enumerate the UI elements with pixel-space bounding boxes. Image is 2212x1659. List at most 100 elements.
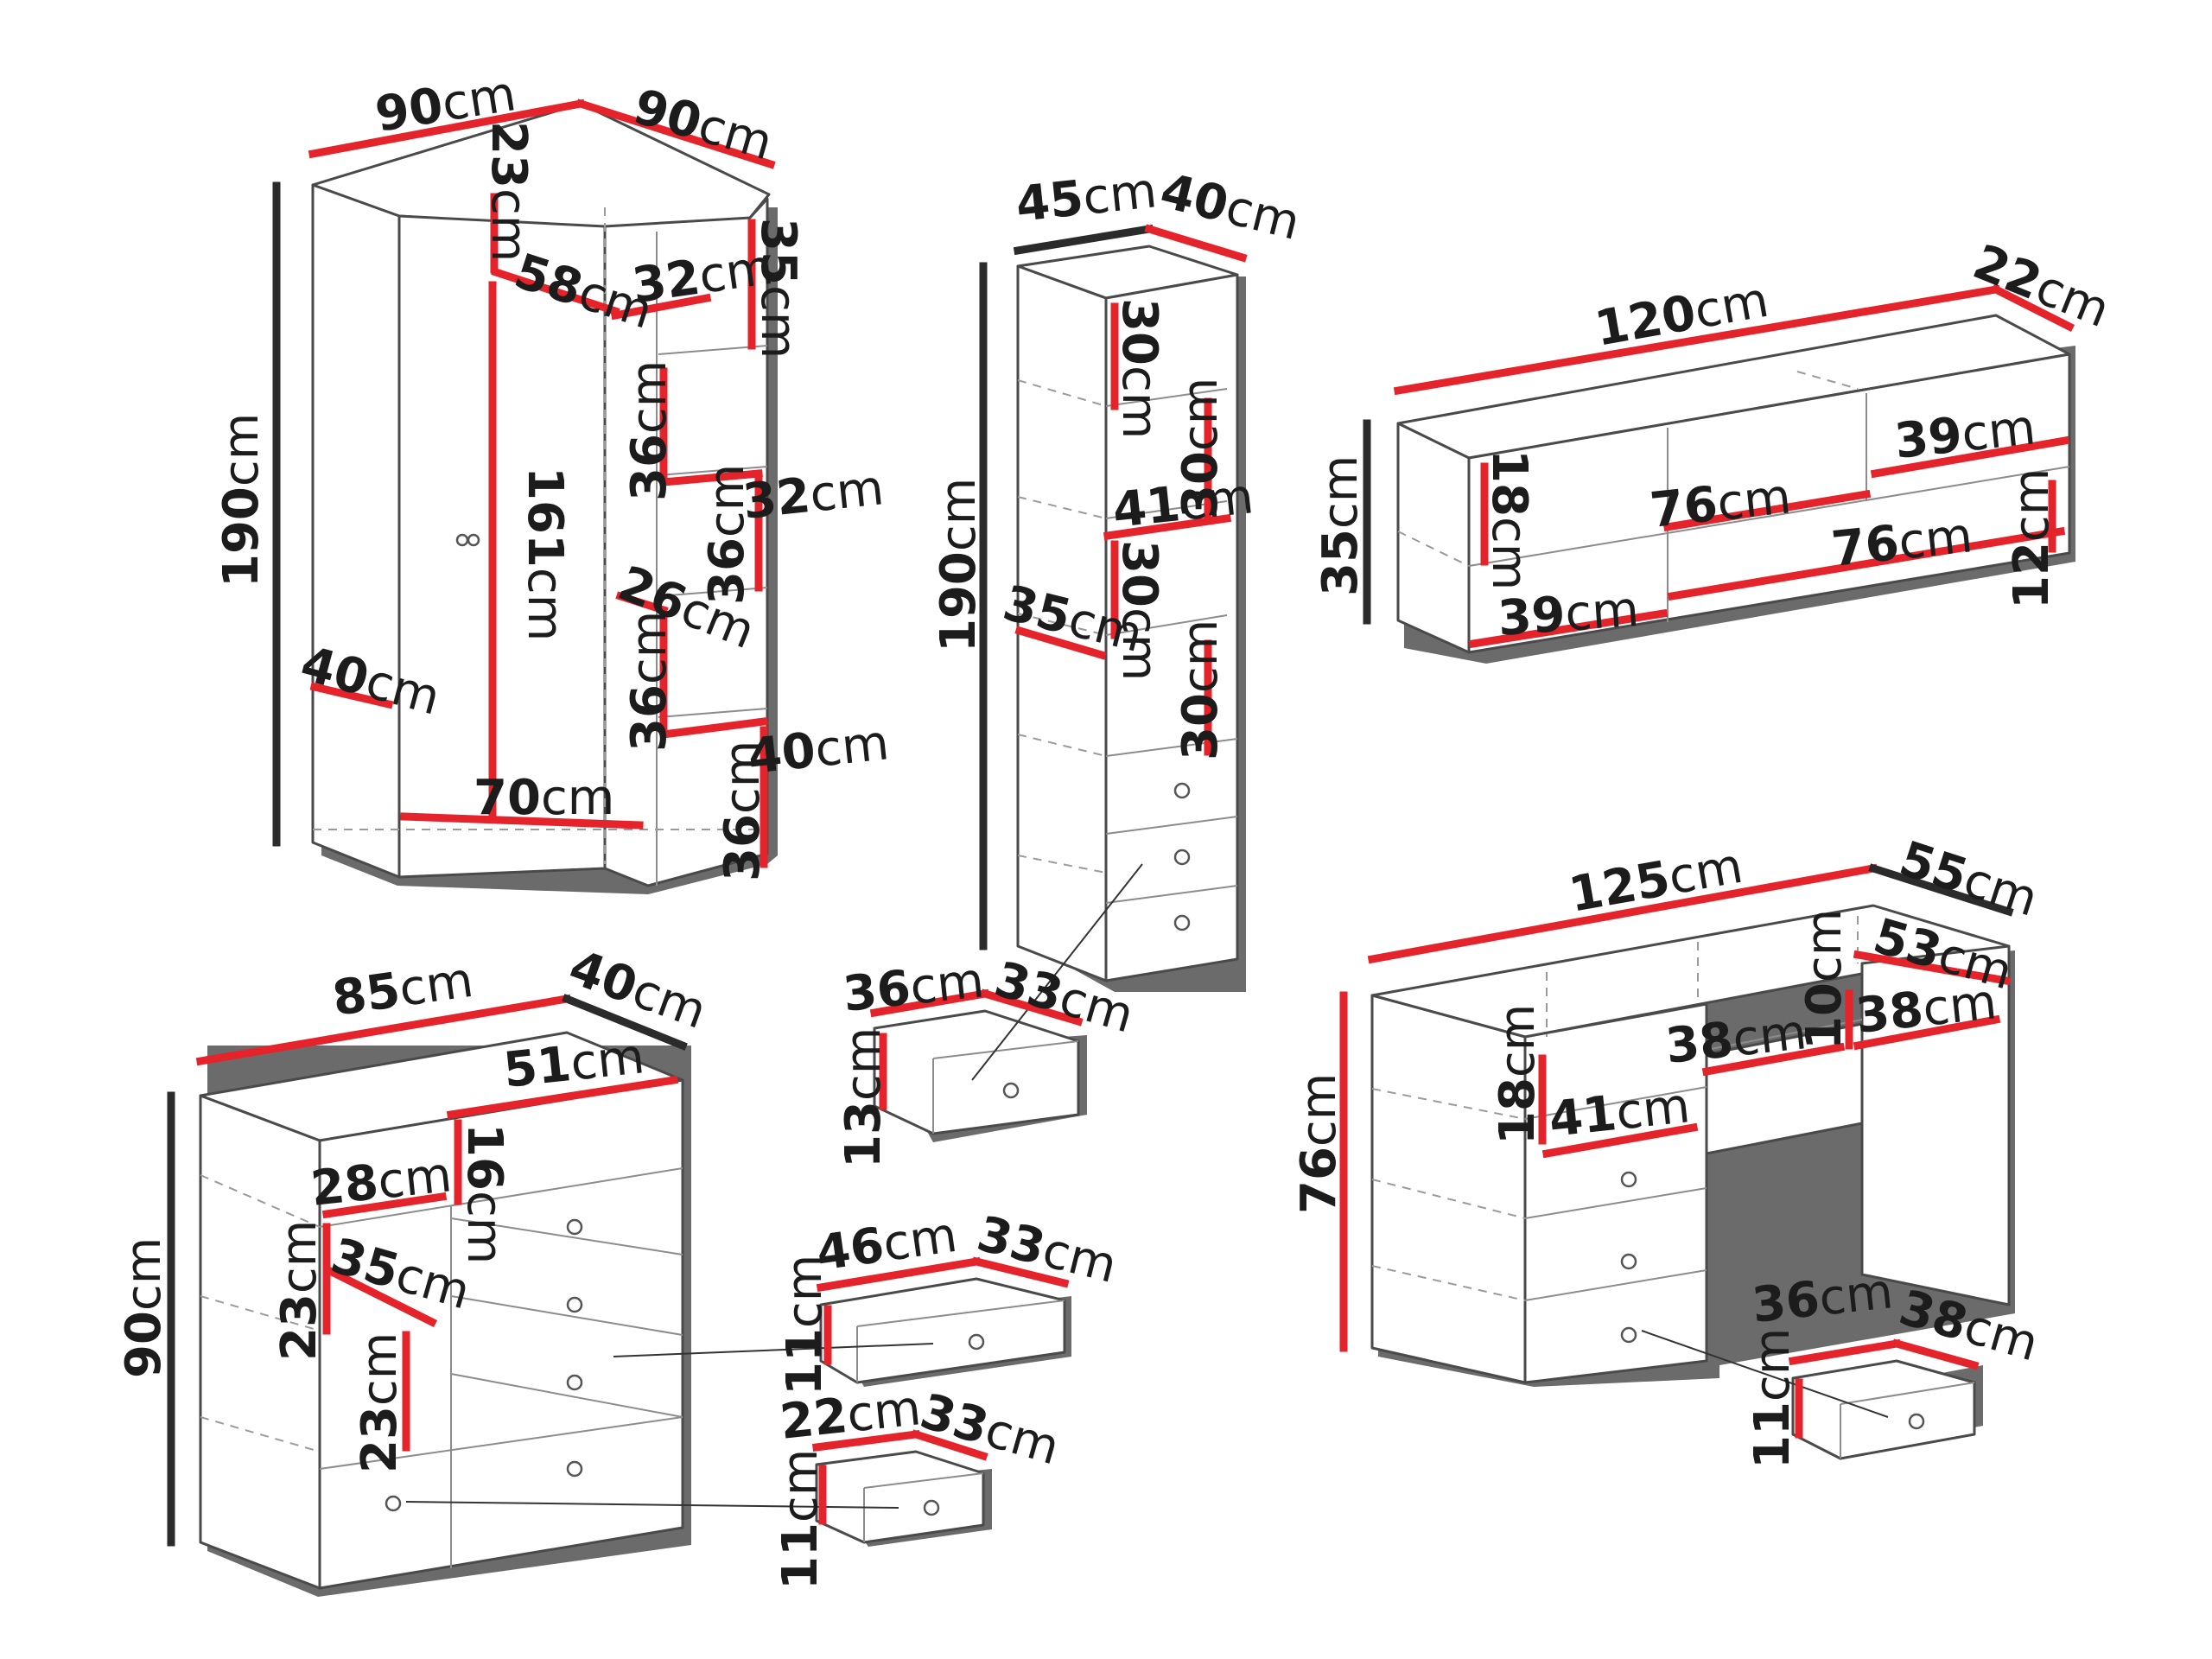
bookcase-knob: [1173, 782, 1191, 799]
dim-line: [811, 1429, 921, 1452]
dim-label: 30cm: [1111, 540, 1167, 681]
chest-drawer-edge: [856, 1300, 1065, 1327]
dim-label: 23cm: [480, 121, 537, 262]
desk-drawer-line: [1524, 1269, 1707, 1301]
desk-knob: [1620, 1326, 1637, 1344]
chest-knob: [566, 1374, 583, 1391]
wardrobe-shelf-3: [658, 587, 768, 597]
chest-of-drawers: 85cm 40cm 90cm 51cm 16cm 28cm 35cm 23cm …: [116, 939, 1122, 1597]
chest-hidden: [200, 1295, 321, 1332]
chest-hidden: [200, 1174, 321, 1228]
shelf-hidden: [1796, 371, 1859, 390]
chest-drawer-small: [815, 1450, 985, 1544]
desk-drawer-edge: [1840, 1382, 1975, 1405]
chest-knob: [566, 1296, 583, 1313]
dim-label: 30cm: [1111, 298, 1167, 439]
dim-line: [615, 591, 669, 615]
desk: 125cm 55cm 76cm 53cm 10cm 38cm 38cm 18cm…: [1291, 830, 2044, 1469]
callout-line: [613, 1343, 934, 1357]
chest-drawer-line: [450, 1295, 683, 1336]
desk-knob: [1620, 1171, 1637, 1188]
dim-label: 55cm: [1893, 830, 2044, 927]
wardrobe-knob: [467, 533, 480, 547]
desk-drawer-knob: [1908, 1413, 1925, 1430]
dim-line: [1868, 863, 2014, 917]
bookcase-shelf: [1105, 614, 1228, 636]
dim-line: [1013, 224, 1154, 256]
dim-label: 36cm: [621, 360, 677, 501]
dim-label: 85cm: [329, 952, 477, 1027]
dim-line: [1853, 950, 2012, 986]
dim-line: [610, 293, 712, 321]
dim-label: 76cm: [1829, 507, 1975, 578]
chest-drawer-line: [450, 1373, 683, 1418]
dim-line: [1667, 526, 2066, 601]
shelf-hidden: [1397, 531, 1470, 567]
wardrobe-shelf-4: [658, 708, 768, 718]
dim-label: 30cm: [1173, 620, 1229, 760]
dim-line: [1103, 513, 1232, 541]
dim-label: 36cm: [621, 611, 677, 752]
chest-hidden: [200, 1416, 321, 1452]
dim-line: [1393, 284, 2001, 396]
shelf-side: [1396, 422, 1471, 654]
bookcase-shelf: [1105, 738, 1238, 757]
dim-label: 11cm: [772, 1449, 829, 1590]
dim-label: 41cm: [1547, 1077, 1693, 1148]
dim-label: 36cm: [699, 464, 755, 605]
dim-line: [195, 994, 572, 1066]
dim-label: 36cm: [715, 741, 771, 881]
dim-line: [1662, 489, 1872, 532]
dim-line: [562, 994, 688, 1051]
dim-label: 35cm: [1313, 455, 1369, 596]
desk-drawer-line: [1706, 1019, 1863, 1051]
dim-label: 39cm: [1496, 582, 1640, 647]
dim-line: [491, 267, 620, 316]
dim-line: [322, 1264, 438, 1328]
chest-drawer-knob: [968, 1333, 985, 1351]
desk-drawer: [1791, 1359, 1976, 1460]
dim-label: 45cm: [1014, 162, 1160, 233]
tall-bookcase: 45cm 40cm 190cm 30cm 30cm 41cm 30cm 35cm…: [836, 162, 1306, 1168]
desk-hidden: [1371, 1179, 1526, 1219]
dim-label: 76cm: [1648, 468, 1794, 539]
chest-drawer-knob: [923, 1499, 940, 1516]
dim-label: 70cm: [474, 770, 614, 826]
dim-label: 161cm: [517, 467, 573, 641]
dim-line: [1891, 1338, 1980, 1370]
dim-line: [1144, 224, 1248, 263]
desk-hidden: [1371, 1265, 1526, 1301]
dim-label: 41cm: [1110, 468, 1256, 539]
bookcase-drawer-line: [1105, 885, 1238, 904]
desk-knob: [1620, 1253, 1637, 1270]
chest-knob: [385, 1495, 402, 1512]
callout-line: [405, 1501, 899, 1509]
dim-label: 39cm: [1892, 399, 2038, 470]
dim-line: [1990, 283, 2075, 333]
callout-line: [1641, 1330, 1889, 1418]
dim-label: 90cm: [116, 1237, 172, 1378]
desk-drawer-front: [1705, 1022, 1864, 1155]
dim-line: [400, 812, 644, 830]
dim-line: [971, 1256, 1070, 1288]
shelf-front: [1467, 353, 2071, 654]
dim-line: [1014, 626, 1107, 660]
dim-label: 30cm: [1173, 378, 1229, 518]
dim-line: [659, 469, 763, 486]
dim-label: 18cm: [1481, 449, 1537, 590]
bookcase-shelf: [1105, 388, 1228, 407]
desk-hidden: [1371, 1088, 1526, 1120]
dim-line: [1468, 608, 1669, 649]
dim-label: 51cm: [501, 1028, 647, 1099]
dim-label: 23cm: [271, 1220, 327, 1361]
dim-label: 16cm: [456, 1123, 512, 1264]
wardrobe-knob: [455, 533, 469, 547]
bookcase-drawer: [873, 1009, 1080, 1135]
chest-knob: [566, 1218, 583, 1236]
dim-label: 40cm: [746, 715, 892, 785]
dim-label: 36cm: [1750, 1263, 1896, 1334]
bookcase-drawer-edge: [932, 1040, 1079, 1059]
dim-label: 90cm: [372, 66, 519, 143]
chest-drawer-line: [450, 1217, 683, 1255]
